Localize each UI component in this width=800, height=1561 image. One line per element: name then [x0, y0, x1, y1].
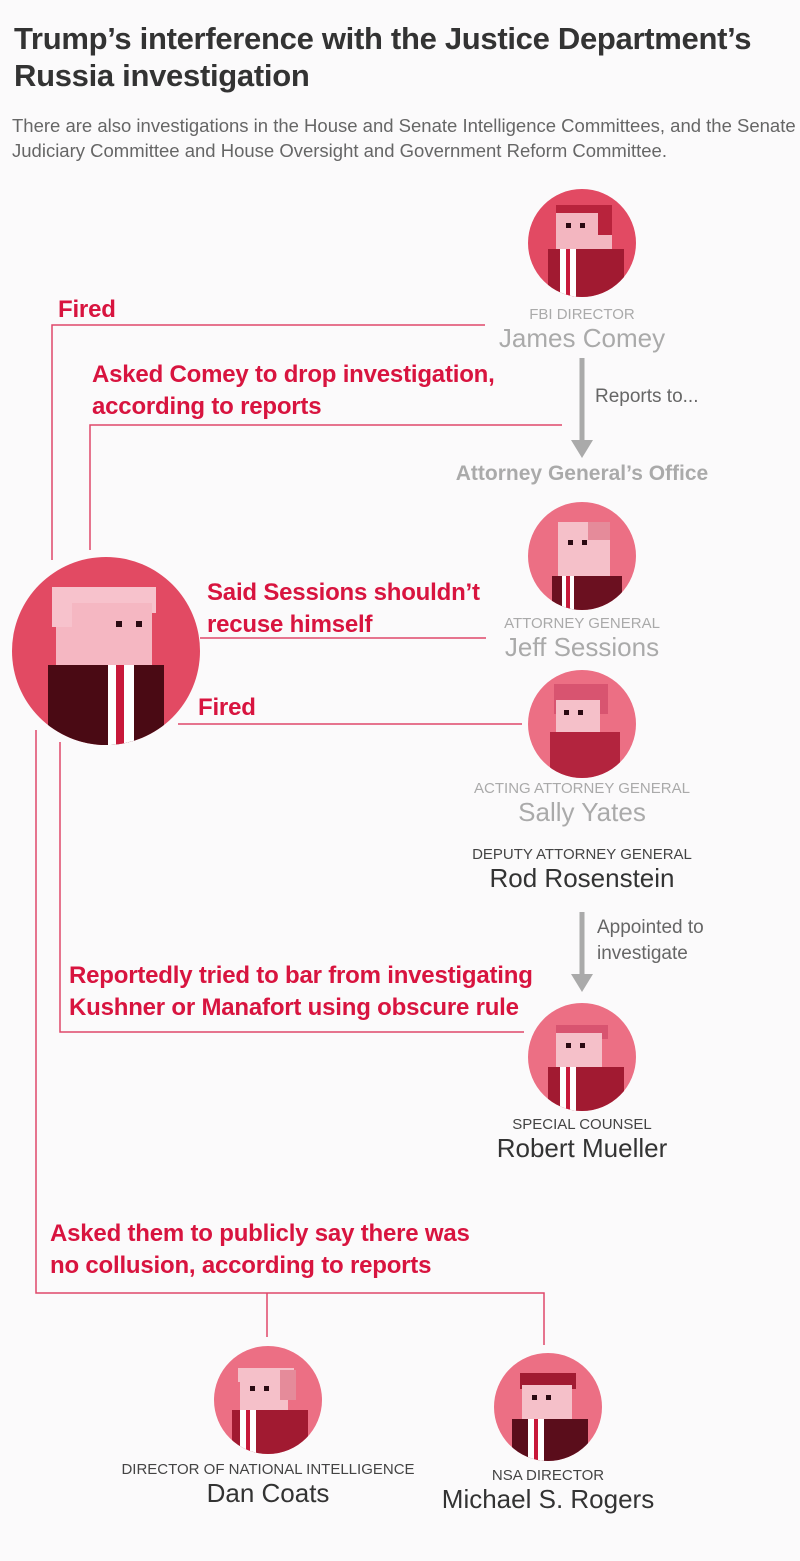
person-role: DEPUTY ATTORNEY GENERAL [472, 846, 692, 863]
person-coats: DIRECTOR OF NATIONAL INTELLIGENCE Dan Co… [98, 1461, 438, 1509]
person-mueller: SPECIAL COUNSEL Robert Mueller [452, 1116, 712, 1164]
arrow-appointed [571, 912, 593, 992]
sessions-avatar-icon [528, 502, 636, 610]
action-sessions-line2: recuse himself [207, 611, 373, 638]
line-asked-comey [89, 424, 562, 550]
coats-avatar-icon [214, 1346, 322, 1454]
person-name: Rod Rosenstein [489, 863, 675, 893]
person-role: SPECIAL COUNSEL [512, 1116, 652, 1133]
person-role: DIRECTOR OF NATIONAL INTELLIGENCE [121, 1461, 415, 1478]
note-appointed: Appointed to investigate [597, 915, 704, 967]
person-role: NSA DIRECTOR [491, 1467, 605, 1484]
person-name: Sally Yates [518, 797, 646, 827]
person-name: Robert Mueller [496, 1133, 668, 1163]
note-appointed-line1: Appointed to [597, 917, 704, 938]
action-asked-comey-line1: Asked Comey to drop investigation, [92, 361, 495, 388]
action-asked-comey-line2: according to reports [92, 393, 322, 420]
line-kushner [59, 742, 524, 1033]
action-fired-yates: Fired [198, 694, 256, 721]
person-comey: FBI DIRECTOR James Comey [462, 306, 702, 354]
action-fired-comey: Fired [58, 296, 116, 323]
person-role: ACTING ATTORNEY GENERAL [474, 780, 690, 797]
mueller-avatar-icon [528, 1003, 636, 1111]
person-rosenstein: DEPUTY ATTORNEY GENERAL Rod Rosenstein [432, 846, 732, 894]
action-asked-comey: Asked Comey to drop investigation, accor… [92, 359, 552, 423]
action-kushner-line1: Reportedly tried to bar from investigati… [69, 962, 533, 989]
page-subtitle: There are also investigations in the Hou… [12, 115, 796, 161]
ag-office-label: Attorney General’s Office [455, 462, 709, 485]
line-collusion [35, 730, 545, 1345]
action-sessions: Said Sessions shouldn’t recuse himself [207, 577, 497, 641]
rogers-avatar-icon [494, 1353, 602, 1461]
note-reports-to: Reports to... [595, 386, 699, 407]
action-kushner: Reportedly tried to bar from investigati… [69, 960, 569, 1024]
action-sessions-line1: Said Sessions shouldn’t [207, 579, 480, 606]
person-name: Dan Coats [206, 1478, 330, 1508]
person-name: Michael S. Rogers [441, 1484, 655, 1514]
action-kushner-line2: Kushner or Manafort using obscure rule [69, 994, 519, 1021]
action-collusion: Asked them to publicly say there was no … [50, 1218, 550, 1282]
line-fired-comey [51, 324, 485, 560]
note-appointed-line2: investigate [597, 943, 688, 964]
trump-avatar-icon [12, 557, 200, 745]
yates-avatar-icon [528, 670, 636, 778]
person-yates: ACTING ATTORNEY GENERAL Sally Yates [432, 780, 732, 828]
page-title: Trump’s interference with the Justice De… [14, 21, 752, 93]
person-rogers: NSA DIRECTOR Michael S. Rogers [418, 1467, 678, 1515]
person-role: FBI DIRECTOR [529, 306, 635, 323]
person-name: James Comey [498, 323, 666, 353]
person-name: Jeff Sessions [504, 632, 660, 662]
action-collusion-line1: Asked them to publicly say there was [50, 1220, 470, 1247]
action-collusion-line2: no collusion, according to reports [50, 1252, 432, 1279]
person-role: ATTORNEY GENERAL [504, 615, 660, 632]
arrow-reports-to [571, 358, 593, 458]
person-sessions: ATTORNEY GENERAL Jeff Sessions [462, 615, 702, 663]
comey-avatar-icon [528, 189, 636, 297]
